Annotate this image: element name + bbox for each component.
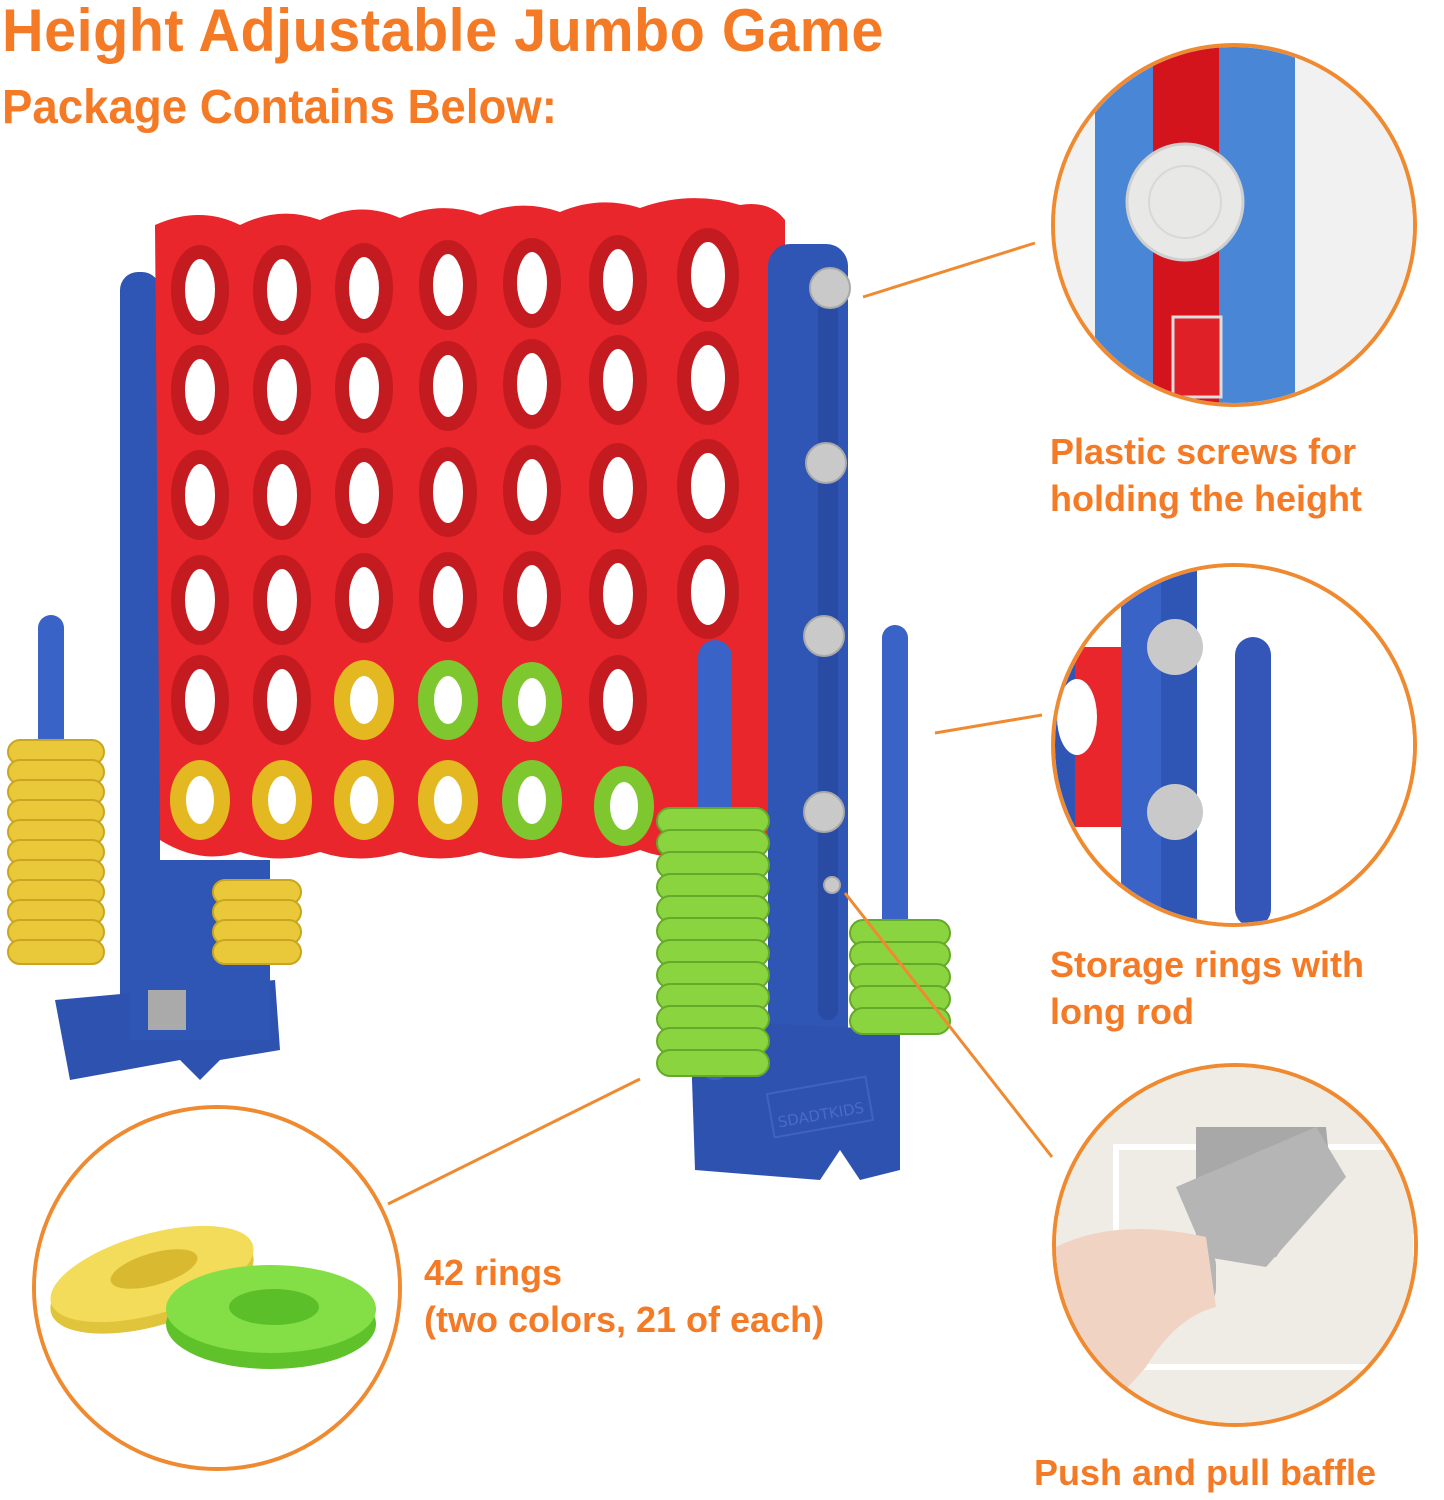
screw-icon: [1125, 142, 1245, 262]
caption-rings: 42 rings (two colors, 21 of each): [424, 1252, 825, 1340]
long-rod: [1235, 637, 1271, 923]
baffle-icon: [1176, 1127, 1346, 1267]
label-plate: [148, 990, 186, 1030]
page-subtitle: Package Contains Below:: [2, 81, 557, 134]
callout-connectors: [387, 241, 1054, 1206]
green-ring-icon: [166, 1265, 376, 1369]
left-yellow-ring-stack: [7, 739, 105, 965]
caption-push-pull-baffle: Push and pull baffle: [1034, 1452, 1377, 1493]
plastic-screws: [803, 267, 851, 894]
caption-plastic-screws: Plastic screws for holding the height: [1050, 431, 1362, 519]
game-board: [155, 198, 785, 859]
page-title: Height Adjustable Jumbo Game: [2, 0, 884, 64]
right-small-green-stack: [849, 919, 951, 1035]
board-holes: [171, 228, 739, 745]
callout-storage-rings: [1051, 563, 1417, 927]
callout-plastic-screws: [1051, 43, 1417, 407]
placed-rings: [170, 660, 654, 846]
left-small-yellow-stack: [212, 879, 302, 965]
caption-storage-rings: Storage rings with long rod: [1050, 944, 1365, 1032]
right-green-ring-stack: [656, 807, 770, 1077]
callout-rings: [32, 1105, 402, 1471]
callout-push-pull-baffle: [1052, 1063, 1418, 1427]
